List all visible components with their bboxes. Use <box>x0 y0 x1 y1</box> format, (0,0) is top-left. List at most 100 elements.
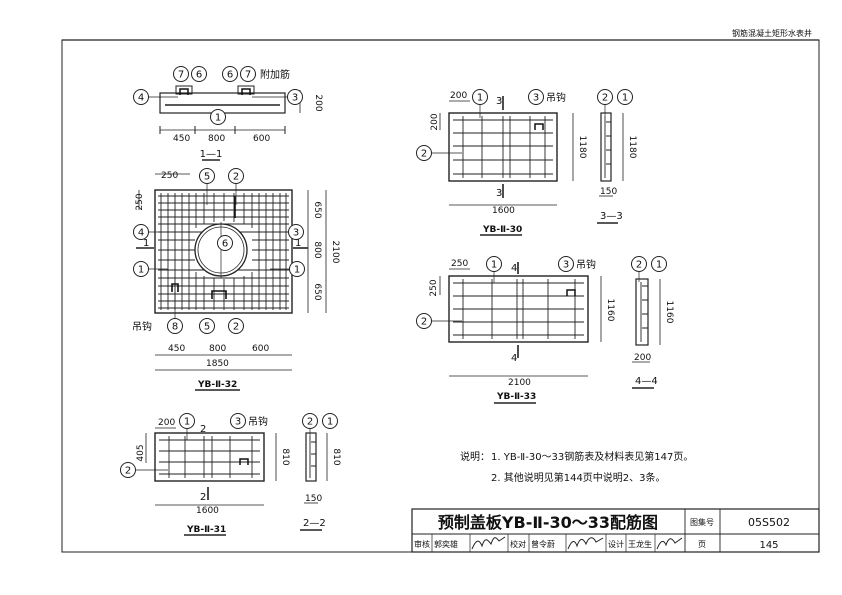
dim-450: 450 <box>168 344 185 354</box>
yb-ii-30-caption: YB-Ⅱ-30 <box>482 225 522 235</box>
dim-200-top: 200 <box>450 91 467 101</box>
marker-3: 3 <box>533 93 539 104</box>
section-1-1-caption: 1—1 <box>200 149 223 160</box>
title-block: 预制盖板YB-Ⅱ-30～33配筋图 图集号 05S502 审核 郭奕雄 校对 曾… <box>411 508 820 553</box>
dim-1180: 1180 <box>627 136 637 159</box>
checker-signature <box>567 537 604 550</box>
marker-2: 2 <box>421 317 427 328</box>
hook-label: 吊钩 <box>132 321 152 333</box>
review-label: 审核 <box>414 539 430 549</box>
plan-yb-ii-30: 200 200 1180 1600 YB-Ⅱ-30 3 3 1 3 吊钩 2 <box>416 89 587 236</box>
notes-prefix: 说明： <box>460 450 490 463</box>
design-label: 设计 <box>608 539 624 549</box>
section-mark-top: 4 <box>511 263 517 274</box>
dim-2100: 2100 <box>330 241 340 264</box>
marker-1: 1 <box>294 265 300 276</box>
marker-1: 1 <box>138 265 144 276</box>
marker-3: 3 <box>292 93 298 104</box>
checker-name: 曾令蔚 <box>531 539 555 549</box>
marker-1: 1 <box>477 93 483 104</box>
marker-1: 1 <box>184 417 190 428</box>
marker-8: 8 <box>172 322 178 333</box>
dim-2100: 2100 <box>508 378 531 388</box>
drawing-title: 预制盖板YB-Ⅱ-30～33配筋图 <box>438 513 658 532</box>
dim-600: 600 <box>252 344 269 354</box>
reviewer-signature <box>471 536 506 550</box>
dim-150: 150 <box>305 494 322 504</box>
book-title: 钢筋混凝土矩形水表井 <box>732 28 812 38</box>
dim-1160: 1160 <box>605 299 615 322</box>
dim-810: 810 <box>280 448 290 465</box>
dim-150: 150 <box>600 187 617 197</box>
marker-2: 2 <box>125 466 131 477</box>
marker-2: 2 <box>233 322 239 333</box>
page-frame <box>61 39 820 553</box>
marker-4: 4 <box>138 228 144 239</box>
yb-ii-32-caption: YB-Ⅱ-32 <box>197 380 237 390</box>
marker-5: 5 <box>204 322 210 333</box>
marker-1: 1 <box>327 417 333 428</box>
plan-yb-ii-33: 250 250 1160 2100 YB-Ⅱ-33 4 4 1 3 吊钩 2 <box>416 256 615 404</box>
hook-label: 吊钩 <box>248 416 268 428</box>
reviewer-name: 郭奕雄 <box>434 539 458 549</box>
added-bar-label: 附加筋 <box>260 68 290 81</box>
dim-250-left: 250 <box>429 279 439 296</box>
marker-7: 7 <box>245 70 251 81</box>
marker-6: 6 <box>196 70 202 81</box>
marker-1: 1 <box>656 260 662 271</box>
marker-1: 1 <box>622 93 628 104</box>
section-4-4-caption: 4—4 <box>635 376 658 387</box>
dim-450: 450 <box>173 134 190 144</box>
dim-800: 800 <box>312 241 322 258</box>
dim-250-top: 250 <box>451 259 468 269</box>
dim-1600: 1600 <box>196 506 219 516</box>
marker-2: 2 <box>636 260 642 271</box>
designer-signature <box>656 537 683 550</box>
dim-200-left: 200 <box>430 113 440 130</box>
plan-yb-ii-31: 200 405 810 1600 YB-Ⅱ-31 2 2 1 3 吊钩 2 <box>120 413 290 536</box>
marker-2: 2 <box>233 172 239 183</box>
marker-5: 5 <box>204 172 210 183</box>
note-2: 2. 其他说明见第144页中说明2、3条。 <box>491 471 666 484</box>
dim-250-top: 250 <box>161 171 178 181</box>
section-2-2-caption: 2—2 <box>303 518 326 529</box>
dim-650-top: 650 <box>312 201 322 218</box>
marker-4: 4 <box>138 93 144 104</box>
dim-200-top: 200 <box>158 418 175 428</box>
dim-1600: 1600 <box>492 206 515 216</box>
marker-2: 2 <box>602 93 608 104</box>
atlas-number: 05S502 <box>748 516 790 529</box>
dim-1850: 1850 <box>206 359 229 369</box>
section-mark-top: 3 <box>496 96 502 107</box>
page-label: 页 <box>698 540 706 549</box>
marker-1: 1 <box>491 260 497 271</box>
note-1: 1. YB-Ⅱ-30～33钢筋表及材料表见第147页。 <box>491 450 693 463</box>
dim-650-bottom: 650 <box>312 283 322 300</box>
marker-2: 2 <box>307 417 313 428</box>
dim-1180: 1180 <box>577 136 587 159</box>
dim-810: 810 <box>331 448 341 465</box>
dim-405: 405 <box>136 444 146 461</box>
section-3-3-caption: 3—3 <box>600 211 623 222</box>
marker-6: 6 <box>227 70 233 81</box>
marker-7: 7 <box>178 70 184 81</box>
hook-label: 吊钩 <box>546 92 566 104</box>
yb-ii-33-caption: YB-Ⅱ-33 <box>496 392 536 402</box>
section-3-3: 1180 150 3—3 2 1 <box>597 89 637 224</box>
section-4-4: 1160 200 4—4 2 1 <box>631 256 674 389</box>
dim-250-left: 250 <box>135 193 145 210</box>
marker-3: 3 <box>563 260 569 271</box>
plan-yb-ii-32: 250 250 650 800 650 2100 450 800 600 185… <box>132 168 340 391</box>
section-2-2: 810 150 2—2 2 1 <box>300 413 341 531</box>
designer-name: 王龙生 <box>628 539 652 549</box>
section-mark-bottom: 2 <box>200 492 206 503</box>
marker-1: 1 <box>215 113 221 124</box>
atlas-label: 图集号 <box>690 517 714 527</box>
dim-800: 800 <box>209 344 226 354</box>
dim-800: 800 <box>208 134 225 144</box>
yb-ii-31-caption: YB-Ⅱ-31 <box>186 525 226 535</box>
section-mark-bottom: 3 <box>496 188 502 199</box>
marker-6: 6 <box>222 239 228 250</box>
